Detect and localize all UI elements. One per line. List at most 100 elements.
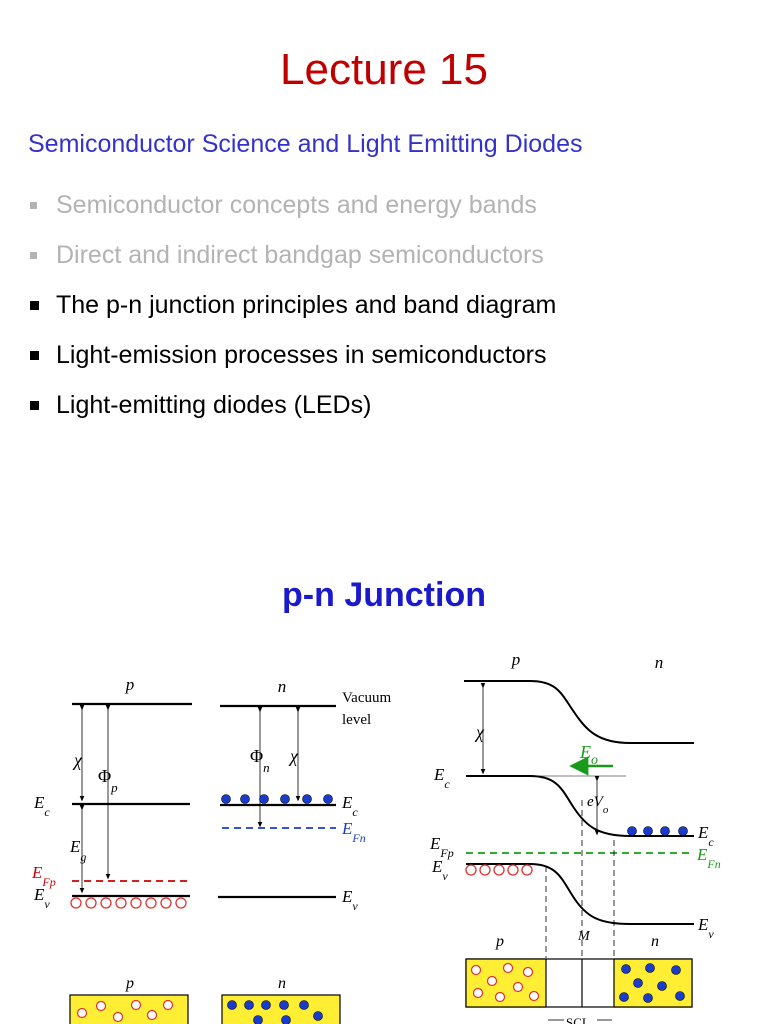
m-label: M	[577, 929, 591, 944]
bullet-text: Semiconductor concepts and energy bands	[56, 191, 537, 219]
electron-icon	[313, 1011, 323, 1021]
electron-icon	[221, 794, 231, 804]
hole-icon	[512, 981, 524, 993]
conduction-band-curve	[466, 775, 694, 837]
electron-icon	[253, 1015, 263, 1024]
bullet-item: The p-n junction principles and band dia…	[30, 280, 556, 330]
vacuum-level-text-1: Vacuum	[342, 690, 391, 706]
left-block-p-label: p	[125, 975, 134, 992]
junction-block-holes	[470, 962, 540, 1003]
hole-icon	[486, 975, 498, 987]
bullet-text: The p-n junction principles and band dia…	[56, 291, 557, 319]
slide-title: Lecture 15	[280, 45, 488, 94]
hole-icon	[465, 864, 477, 876]
electron-icon	[643, 826, 653, 836]
p-holes	[70, 897, 187, 909]
hole-icon	[502, 962, 514, 974]
bullet-item: Semiconductor concepts and energy bands	[30, 180, 556, 230]
hole-icon	[494, 991, 506, 1003]
right-ev-label: Ev	[697, 915, 714, 941]
hole-icon	[470, 964, 482, 976]
chi-p-label: χ	[72, 750, 83, 770]
junction-block-electrons	[619, 963, 685, 1003]
hole-icon	[115, 897, 127, 909]
n-material-block	[221, 994, 341, 1024]
bullet-square-icon	[30, 351, 39, 360]
right-n-label: n	[655, 653, 664, 672]
n-ec-label: Ec	[341, 793, 358, 819]
bullet-item: Direct and indirect bandgap semiconducto…	[30, 230, 556, 280]
eo-label: Eo	[579, 742, 598, 768]
efn-label: EFn	[341, 819, 366, 845]
electron-icon	[240, 794, 250, 804]
eg-label: Eg	[69, 837, 86, 864]
hole-icon	[162, 999, 174, 1011]
hole-icon	[528, 990, 540, 1002]
right-block-n-label: n	[651, 933, 659, 950]
hole-icon	[493, 864, 505, 876]
right-efp-label: EFp	[429, 834, 454, 860]
hole-icon	[70, 897, 82, 909]
hole-icon	[145, 897, 157, 909]
hole-icon	[130, 897, 142, 909]
electron-icon	[675, 991, 685, 1001]
electron-icon	[627, 826, 637, 836]
electron-icon	[645, 963, 655, 973]
right-efn-label: EFn	[696, 845, 721, 871]
slide-subtitle: Semiconductor Science and Light Emitting…	[28, 130, 583, 158]
efp-label: EFp	[31, 863, 56, 889]
electron-icon	[281, 1015, 291, 1024]
bullet-square-icon	[30, 301, 39, 310]
bullet-text: Light-emitting diodes (LEDs)	[56, 391, 372, 419]
hole-icon	[130, 999, 142, 1011]
electron-icon	[323, 794, 333, 804]
phi-p-label: Φp	[98, 766, 118, 795]
hole-icon	[160, 897, 172, 909]
right-p-label: p	[511, 650, 521, 669]
electron-icon	[259, 794, 269, 804]
electron-icon	[244, 1000, 254, 1010]
bullet-text: Light-emission processes in semiconducto…	[56, 341, 547, 369]
p-block-holes	[76, 999, 174, 1023]
left-band-diagram: p n Vacuum level χ Φp Eg Ec EFp Ev	[31, 675, 391, 1024]
vacuum-level-curve	[464, 680, 694, 744]
pn-junction-heading: p-n Junction	[282, 576, 486, 614]
electron-icon	[261, 1000, 271, 1010]
electron-icon	[678, 826, 688, 836]
right-block-p-label: p	[495, 933, 504, 950]
evo-label: eVo	[587, 794, 609, 816]
hole-icon	[175, 897, 187, 909]
hole-icon	[95, 1000, 107, 1012]
electron-icon	[302, 794, 312, 804]
electron-icon	[227, 1000, 237, 1010]
hole-icon	[472, 987, 484, 999]
electron-icon	[671, 965, 681, 975]
bullet-item: Light-emission processes in semiconducto…	[30, 330, 556, 380]
electron-icon	[633, 978, 643, 988]
bullet-text: Direct and indirect bandgap semiconducto…	[56, 241, 544, 269]
hole-icon	[522, 966, 534, 978]
bullet-item: Light-emitting diodes (LEDs)	[30, 380, 556, 430]
electron-icon	[280, 794, 290, 804]
left-block-n-label: n	[278, 975, 286, 992]
right-ec-left-label: Ec	[433, 765, 450, 791]
junction-holes	[465, 864, 533, 876]
valence-band-curve	[466, 863, 694, 925]
hole-icon	[85, 897, 97, 909]
electron-icon	[657, 981, 667, 991]
vacuum-level-text-2: level	[342, 712, 371, 728]
bullet-list: Semiconductor concepts and energy bands …	[30, 180, 556, 430]
electron-icon	[299, 1000, 309, 1010]
p-ev-label: Ev	[33, 885, 50, 911]
right-band-diagram: p n χ Eo Ec eVo Ec EFp EFn Ev Ev	[429, 650, 721, 1024]
left-p-label: p	[125, 675, 135, 694]
junction-electrons	[627, 826, 688, 836]
electron-icon	[660, 826, 670, 836]
scl-label: SCL	[566, 1015, 590, 1024]
bullet-square-icon	[30, 401, 39, 410]
electron-icon	[279, 1000, 289, 1010]
n-ev-label: Ev	[341, 887, 358, 913]
hole-icon	[112, 1011, 124, 1023]
electron-icon	[621, 964, 631, 974]
